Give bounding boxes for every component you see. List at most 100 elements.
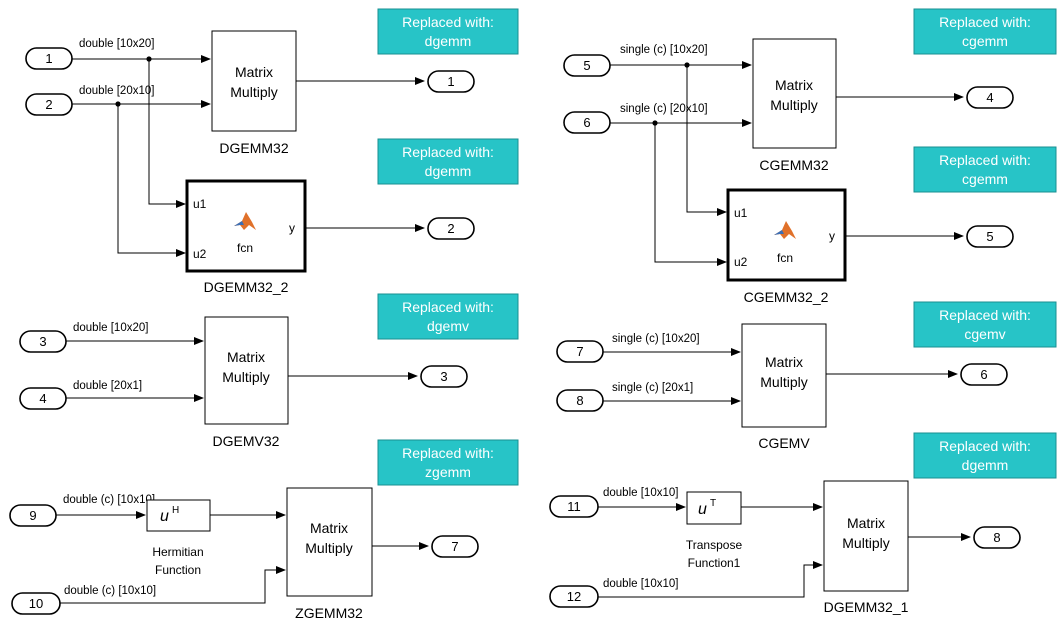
outport-label: 8 — [993, 530, 1000, 545]
block-cgemm32[interactable]: Matrix Multiply CGEMM32 — [752, 38, 837, 173]
note-line: Replaced with: — [402, 445, 494, 461]
inport-1[interactable]: 1 — [25, 47, 73, 70]
wires-right — [598, 61, 971, 598]
outport-1[interactable]: 1 — [427, 70, 475, 93]
inport-label: 10 — [29, 596, 43, 611]
annotation-note-cgemv[interactable]: Replaced with: cgemv — [913, 301, 1057, 348]
note-line: Replaced with: — [402, 14, 494, 30]
inport-label: 2 — [45, 97, 52, 112]
note-line: cgemm — [962, 33, 1008, 49]
note-line: Replaced with: — [939, 14, 1031, 30]
signal-line[interactable] — [148, 59, 186, 208]
outport-6[interactable]: 6 — [960, 363, 1008, 386]
annotation-note-dgemm-3[interactable]: Replaced with: dgemm — [913, 432, 1057, 479]
inport-8[interactable]: 8 — [556, 389, 604, 412]
block-dgemm32-1[interactable]: Matrix Multiply DGEMM32_1 — [823, 480, 909, 615]
inport-label: 4 — [39, 391, 46, 406]
u-symbol: u — [698, 501, 707, 518]
signal-line[interactable] — [117, 104, 186, 257]
block-name: Transpose — [686, 538, 743, 552]
block-text: Matrix — [235, 64, 273, 80]
block-hermitian-function[interactable]: u H Hermitian Function — [146, 499, 211, 577]
note-line: dgemm — [425, 33, 472, 49]
note-line: Replaced with: — [402, 144, 494, 160]
signal-label: double [20x10] — [79, 85, 154, 97]
outport-8[interactable]: 8 — [973, 526, 1021, 549]
inport-10[interactable]: 10 — [11, 592, 61, 615]
signal-label: double (c) [10x10] — [63, 494, 155, 506]
annotation-note-zgemm[interactable]: Replaced with: zgemm — [377, 439, 519, 486]
branch-point — [146, 56, 152, 62]
block-dgemm32-2[interactable]: u1 u2 y fcn DGEMM32_2 — [185, 179, 307, 295]
inport-5[interactable]: 5 — [563, 54, 611, 77]
outport-2[interactable]: 2 — [427, 217, 475, 240]
block-dgemv32[interactable]: Matrix Multiply DGEMV32 — [204, 316, 289, 449]
signal-line[interactable] — [686, 65, 727, 216]
note-line: Replaced with: — [402, 299, 494, 315]
signal-label: double [10x10] — [603, 487, 678, 499]
signal-labels: double [10x20] double [20x10] double [10… — [63, 38, 708, 597]
inport-label: 9 — [29, 508, 36, 523]
block-zgemm32[interactable]: Matrix Multiply ZGEMM32 — [286, 487, 373, 621]
outport-3[interactable]: 3 — [420, 365, 468, 388]
annotation-note-dgemv[interactable]: Replaced with: dgemv — [377, 293, 519, 340]
signal-label: single (c) [20x1] — [612, 382, 693, 394]
inport-11[interactable]: 11 — [549, 495, 599, 518]
outport-label: 1 — [447, 74, 454, 89]
signal-label: double [10x20] — [73, 322, 148, 334]
block-name: Hermitian — [152, 545, 203, 559]
block-transpose-function1[interactable]: u T Transpose Function1 — [686, 491, 743, 570]
signal-line[interactable] — [598, 561, 823, 598]
signal-label: double [20x1] — [73, 380, 142, 392]
inport-4[interactable]: 4 — [19, 387, 67, 410]
block-name: DGEMV32 — [213, 433, 280, 449]
outport-label: 4 — [986, 90, 993, 105]
annotation-note-dgemm-2[interactable]: Replaced with: dgemm — [377, 138, 519, 185]
output-label: y — [829, 229, 835, 243]
annotation-note-cgemm-2[interactable]: Replaced with: cgemm — [913, 146, 1057, 193]
inports: 1 2 3 4 9 10 5 6 7 8 11 12 — [9, 47, 611, 615]
block-name: DGEMM32_2 — [204, 279, 289, 295]
signal-label: single (c) [10x20] — [612, 333, 700, 345]
inport-7[interactable]: 7 — [556, 340, 604, 363]
block-dgemm32[interactable]: Matrix Multiply DGEMM32 — [211, 30, 297, 156]
note-line: dgemm — [962, 457, 1009, 473]
signal-line[interactable] — [60, 566, 286, 604]
input-label: u2 — [193, 247, 207, 261]
outports: 1 2 3 7 4 5 6 8 — [420, 70, 1021, 558]
signal-line[interactable] — [654, 123, 727, 266]
block-text: Multiply — [842, 535, 889, 551]
outport-7[interactable]: 7 — [431, 535, 479, 558]
inport-2[interactable]: 2 — [25, 93, 73, 116]
input-label: u2 — [734, 255, 748, 269]
hermitian-superscript: H — [172, 505, 179, 516]
block-cgemm32-2[interactable]: u1 u2 y fcn CGEMM32_2 — [726, 188, 847, 305]
block-text: Matrix — [227, 349, 265, 365]
inport-label: 6 — [583, 115, 590, 130]
signal-label: double [10x10] — [603, 578, 678, 590]
signal-label: double [10x20] — [79, 38, 154, 50]
matlab-logo-icon — [774, 221, 796, 239]
block-text: Multiply — [305, 540, 352, 556]
block-cgemv[interactable]: Matrix Multiply CGEMV — [741, 323, 827, 451]
inport-label: 8 — [576, 393, 583, 408]
annotation-note-cgemm-1[interactable]: Replaced with: cgemm — [913, 8, 1057, 55]
block-name: CGEMM32_2 — [744, 289, 829, 305]
block-name: CGEMM32 — [759, 157, 828, 173]
inport-3[interactable]: 3 — [19, 330, 67, 353]
block-name: Function1 — [688, 556, 741, 570]
block-name: DGEMM32 — [219, 140, 288, 156]
block-name: ZGEMM32 — [295, 605, 363, 621]
block-text: Multiply — [222, 369, 269, 385]
inport-label: 5 — [583, 58, 590, 73]
note-line: cgemm — [962, 171, 1008, 187]
outport-5[interactable]: 5 — [966, 225, 1014, 248]
inport-9[interactable]: 9 — [9, 504, 57, 527]
block-text: Multiply — [230, 84, 277, 100]
inport-6[interactable]: 6 — [563, 111, 611, 134]
function-name: fcn — [777, 251, 793, 265]
inport-12[interactable]: 12 — [549, 585, 599, 608]
outport-4[interactable]: 4 — [966, 86, 1014, 109]
annotation-note-dgemm-1[interactable]: Replaced with: dgemm — [377, 8, 519, 55]
